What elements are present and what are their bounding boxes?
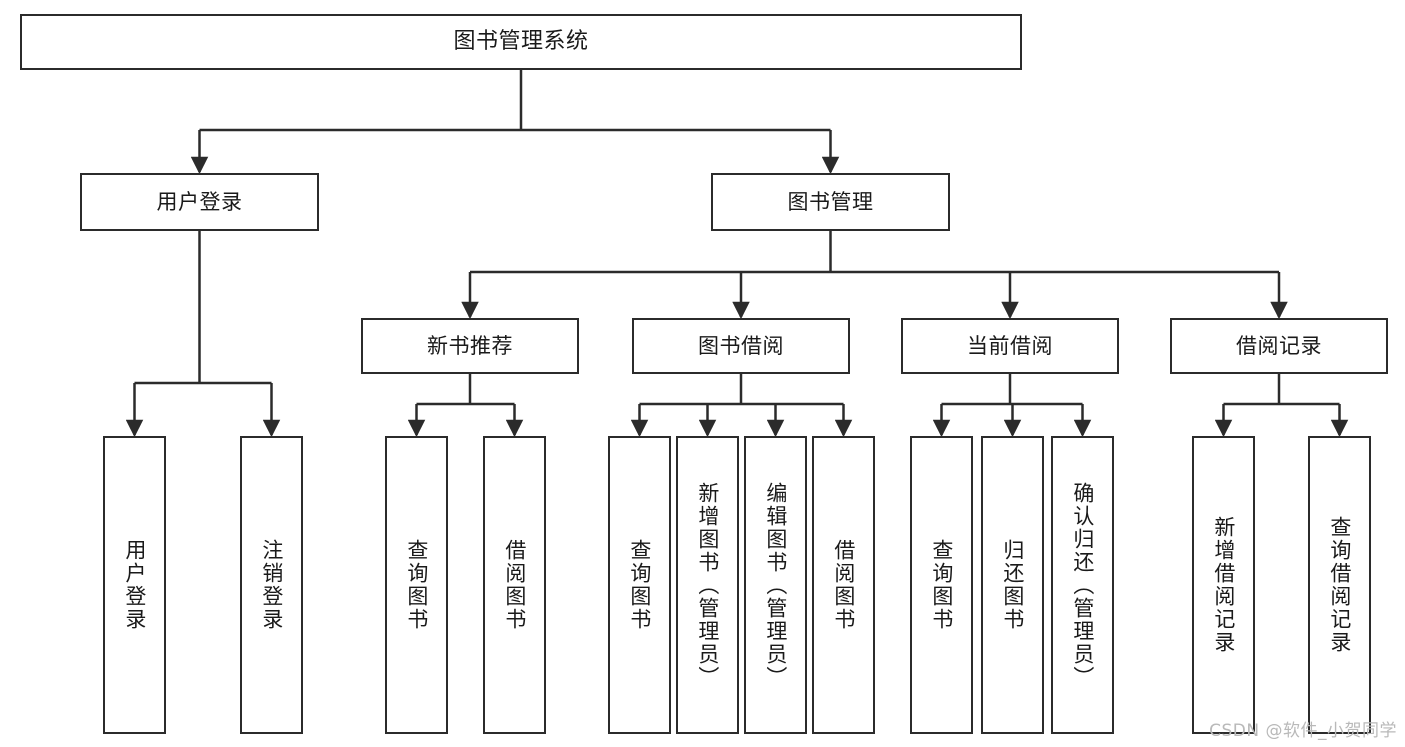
node-l1[interactable]: 用户登录: [103, 436, 166, 734]
node-l9[interactable]: 查询图书: [910, 436, 973, 734]
node-l12[interactable]: 新增借阅记录: [1192, 436, 1255, 734]
node-l8[interactable]: 借阅图书: [812, 436, 875, 734]
node-label: 查询借阅记录: [1327, 516, 1352, 654]
node-l3[interactable]: 查询图书: [385, 436, 448, 734]
node-label: 借阅图书: [831, 539, 856, 631]
node-login[interactable]: 用户登录: [80, 173, 319, 231]
node-label: 编辑图书（管理员）: [763, 481, 788, 689]
node-label: 归还图书: [1000, 539, 1025, 631]
node-label: 新增借阅记录: [1211, 516, 1236, 654]
node-l4[interactable]: 借阅图书: [483, 436, 546, 734]
node-label: 当前借阅: [967, 333, 1053, 358]
node-label: 图书借阅: [698, 333, 784, 358]
node-l10[interactable]: 归还图书: [981, 436, 1044, 734]
node-label: 用户登录: [156, 189, 243, 214]
node-records[interactable]: 借阅记录: [1170, 318, 1388, 374]
node-label: 查询图书: [404, 539, 429, 631]
node-l7[interactable]: 编辑图书（管理员）: [744, 436, 807, 734]
node-label: 用户登录: [122, 539, 147, 631]
node-label: 借阅图书: [502, 539, 527, 631]
node-label: 借阅记录: [1236, 333, 1322, 358]
node-newbook[interactable]: 新书推荐: [361, 318, 579, 374]
node-l11[interactable]: 确认归还（管理员）: [1051, 436, 1114, 734]
node-label: 新书推荐: [427, 333, 513, 358]
node-borrow[interactable]: 图书借阅: [632, 318, 850, 374]
watermark: CSDN @软件_小贺同学: [1209, 721, 1397, 741]
node-label: 注销登录: [259, 539, 284, 631]
node-label: 确认归还（管理员）: [1070, 481, 1095, 689]
node-label: 图书管理系统: [453, 29, 589, 55]
node-label: 新增图书（管理员）: [695, 481, 720, 689]
node-current[interactable]: 当前借阅: [901, 318, 1119, 374]
node-label: 查询图书: [929, 539, 954, 631]
node-l6[interactable]: 新增图书（管理员）: [676, 436, 739, 734]
node-root[interactable]: 图书管理系统: [20, 14, 1022, 70]
node-l2[interactable]: 注销登录: [240, 436, 303, 734]
node-l13[interactable]: 查询借阅记录: [1308, 436, 1371, 734]
node-label: 图书管理: [787, 189, 874, 214]
node-label: 查询图书: [627, 539, 652, 631]
node-bookmgmt[interactable]: 图书管理: [711, 173, 950, 231]
node-l5[interactable]: 查询图书: [608, 436, 671, 734]
